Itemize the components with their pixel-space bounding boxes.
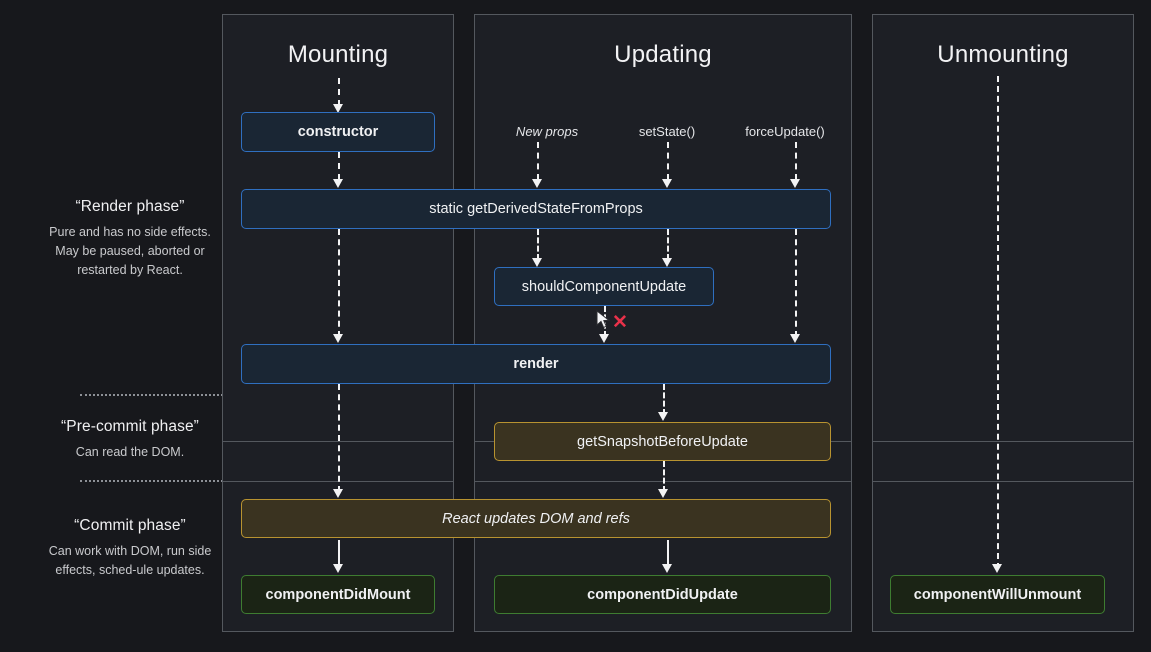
arrowhead-dom-updating <box>658 489 668 498</box>
column-updating-title: Updating <box>614 41 712 68</box>
connector-new-props-to-gdsfp <box>537 142 539 180</box>
trigger-set-state: setState() <box>638 124 696 139</box>
connector-dom-to-did-mount <box>338 540 340 567</box>
legend-commit-phase-title: “Commit phase” <box>74 517 186 534</box>
connector-constructor-to-gdsfp <box>338 152 340 180</box>
node-get-derived-state-from-props[interactable]: static getDerivedStateFromProps <box>241 189 831 229</box>
node-component-did-mount[interactable]: componentDidMount <box>241 575 435 614</box>
arrowhead-render-mounting <box>333 334 343 343</box>
node-should-component-update[interactable]: shouldComponentUpdate <box>494 267 714 306</box>
legend-precommit-phase-title: “Pre-commit phase” <box>61 418 199 435</box>
legend-commit-phase: “Commit phase” Can work with DOM, run si… <box>36 517 224 580</box>
connector-gdsfp-to-render-mounting <box>338 229 340 337</box>
connector-dom-to-did-update <box>667 540 669 567</box>
legend-divider-bottom <box>80 480 235 484</box>
arrowhead-dom-mounting <box>333 489 343 498</box>
connector-force-update-to-render <box>795 229 797 337</box>
arrowhead-gdsfp-force-update <box>790 179 800 188</box>
connector-scu-to-render <box>604 306 606 337</box>
connector-snapshot-to-dom <box>663 461 665 492</box>
arrowhead-gdsfp-set-state <box>662 179 672 188</box>
node-constructor[interactable]: constructor <box>241 112 435 152</box>
phase-legend: “Render phase” Pure and has no side effe… <box>36 0 235 652</box>
legend-render-phase-description: Pure and has no side effects. May be pau… <box>49 225 211 277</box>
arrowhead-render-updating <box>599 334 609 343</box>
node-react-updates-dom-and-refs: React updates DOM and refs <box>241 499 831 538</box>
arrowhead-component-did-update <box>662 564 672 573</box>
trigger-new-props: New props <box>515 124 579 139</box>
unmounting-divider-commit <box>873 481 1133 482</box>
legend-precommit-phase-description: Can read the DOM. <box>75 445 185 459</box>
legend-precommit-phase: “Pre-commit phase” Can read the DOM. <box>36 418 224 462</box>
arrowhead-component-did-mount <box>333 564 343 573</box>
arrowhead-scu-set-state <box>662 258 672 267</box>
trigger-force-update: forceUpdate() <box>745 124 825 139</box>
arrowhead-gdsfp-mounting <box>333 179 343 188</box>
connector-unmounting-title-to-will-unmount <box>997 76 999 569</box>
arrowhead-component-will-unmount <box>992 564 1002 573</box>
legend-render-phase-title: “Render phase” <box>75 198 185 215</box>
legend-divider-top <box>80 394 235 398</box>
connector-gdsfp-to-scu-new-props <box>537 229 539 260</box>
connector-set-state-to-gdsfp <box>667 142 669 180</box>
legend-render-phase: “Render phase” Pure and has no side effe… <box>36 198 224 280</box>
connector-mounting-title-to-constructor <box>338 78 340 106</box>
column-mounting-title: Mounting <box>287 41 389 68</box>
arrowhead-constructor <box>333 104 343 113</box>
node-get-snapshot-before-update[interactable]: getSnapshotBeforeUpdate <box>494 422 831 461</box>
connector-gdsfp-to-scu-set-state <box>667 229 669 260</box>
arrowhead-scu-new-props <box>532 258 542 267</box>
arrowhead-get-snapshot <box>658 412 668 421</box>
connector-render-to-dom-mounting <box>338 384 340 492</box>
connector-force-update-to-gdsfp <box>795 142 797 180</box>
unmounting-divider-precommit <box>873 441 1133 442</box>
arrowhead-gdsfp-new-props <box>532 179 542 188</box>
connector-render-to-snapshot <box>663 384 665 415</box>
node-render[interactable]: render <box>241 344 831 384</box>
node-component-did-update[interactable]: componentDidUpdate <box>494 575 831 614</box>
legend-commit-phase-description: Can work with DOM, run side effects, sch… <box>48 544 212 577</box>
column-unmounting-title: Unmounting <box>937 41 1069 68</box>
node-component-will-unmount[interactable]: componentWillUnmount <box>890 575 1105 614</box>
column-unmounting: Unmounting <box>872 14 1134 632</box>
arrowhead-render-force-update <box>790 334 800 343</box>
